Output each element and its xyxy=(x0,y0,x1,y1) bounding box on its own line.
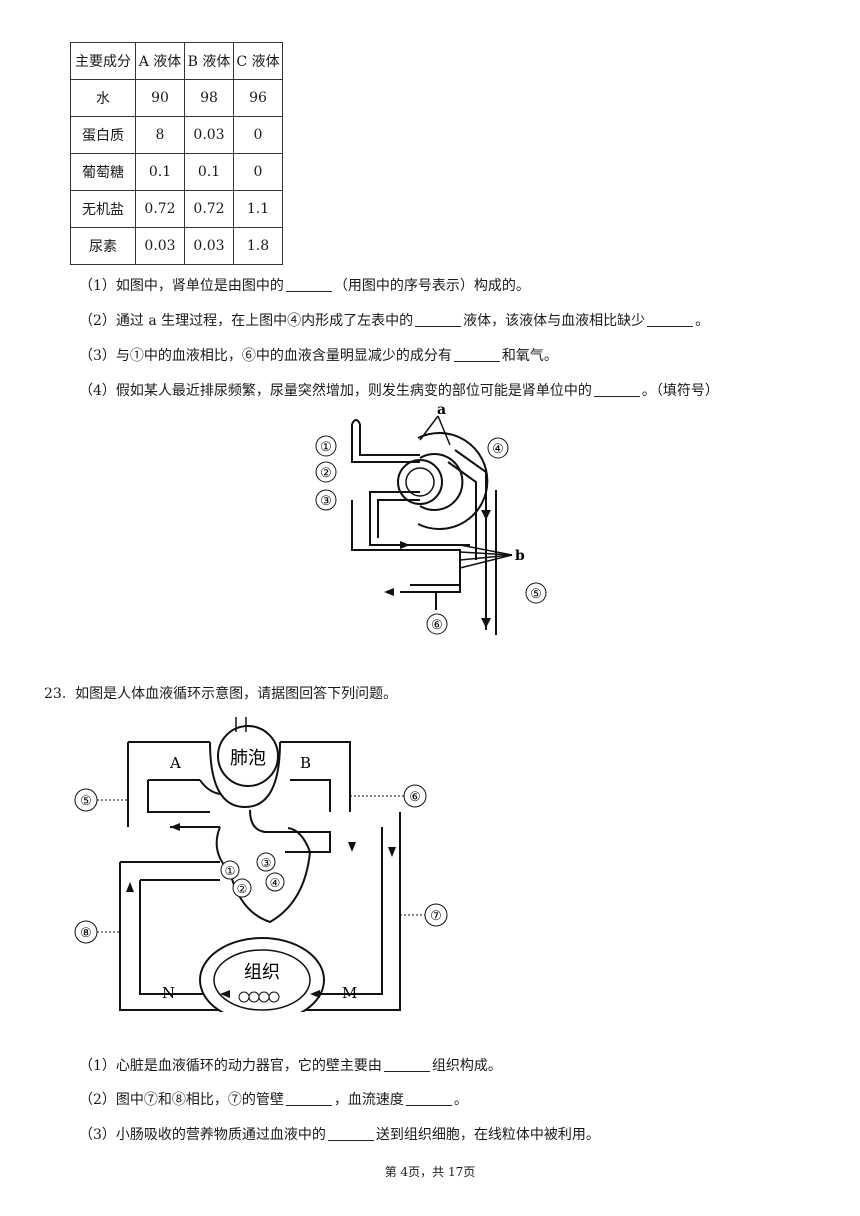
table-header-cell: C 液体 xyxy=(233,42,283,80)
table-cell: 0.03 xyxy=(135,227,185,265)
label-A: A xyxy=(169,754,181,772)
answer-blank[interactable] xyxy=(453,347,500,362)
label-3: ③ xyxy=(320,494,332,509)
table-cell: 96 xyxy=(233,79,283,117)
answer-blank[interactable] xyxy=(593,382,640,397)
table-cell: 0.1 xyxy=(135,153,185,191)
label-n4: ④ xyxy=(270,876,281,890)
table-cell: 98 xyxy=(184,79,234,117)
answer-blank[interactable] xyxy=(647,312,694,327)
label-n8: ⑧ xyxy=(80,926,92,941)
label-n7: ⑦ xyxy=(430,909,442,924)
tissue-label: 组织 xyxy=(244,962,280,983)
table-cell: 1.1 xyxy=(233,190,283,228)
q23-sub1: （1）心脏是血液循环的动力器官，它的壁主要由组织构成。 xyxy=(79,1057,502,1074)
table-cell: 0.03 xyxy=(184,116,234,154)
answer-blank[interactable] xyxy=(405,1091,452,1106)
label-1: ① xyxy=(320,440,332,455)
label-6: ⑥ xyxy=(431,618,443,633)
composition-table: 主要成分 A 液体 B 液体 C 液体 水 90 98 96 蛋白质 8 0.0… xyxy=(70,42,283,265)
label-5: ⑤ xyxy=(530,587,542,602)
answer-blank[interactable] xyxy=(285,277,332,292)
table-header-row: 主要成分 A 液体 B 液体 C 液体 xyxy=(70,42,283,80)
q22-sub2: （2）通过 a 生理过程，在上图中④内形成了左表中的液体，该液体与血液相比缺少。 xyxy=(79,312,710,329)
table-cell: 无机盐 xyxy=(70,190,136,228)
label-B: B xyxy=(300,754,311,772)
table-row: 水 90 98 96 xyxy=(70,79,283,117)
label-M: M xyxy=(342,984,357,1002)
q23-sub2: （2）图中⑦和⑧相比，⑦的管壁，血流速度。 xyxy=(79,1091,468,1108)
table-cell: 0 xyxy=(233,116,283,154)
table-cell: 0.72 xyxy=(184,190,234,228)
label-4: ④ xyxy=(492,442,504,457)
table-cell: 0.72 xyxy=(135,190,185,228)
circulation-diagram: 肺泡 组织 A B N M ① ② ③ ④ ⑤ ⑥ ⑦ ⑧ xyxy=(74,717,448,1012)
q23-stem: 23. 如图是人体血液循环示意图，请据图回答下列问题。 xyxy=(44,686,398,702)
label-n5: ⑤ xyxy=(80,794,92,809)
alveolus-label: 肺泡 xyxy=(230,748,266,769)
label-n1: ① xyxy=(225,864,236,878)
table-row: 蛋白质 8 0.03 0 xyxy=(70,116,283,154)
table-cell: 8 xyxy=(135,116,185,154)
label-2: ② xyxy=(320,466,332,481)
nephron-diagram: ① ② ③ ④ ⑤ ⑥ a b xyxy=(315,402,547,635)
answer-blank[interactable] xyxy=(383,1057,430,1072)
page-footer: 第 4页，共 17页 xyxy=(384,1165,476,1179)
table-header-cell: 主要成分 xyxy=(70,42,136,80)
q22-sub4: （4）假如某人最近排尿频繁，尿量突然增加，则发生病变的部位可能是肾单位中的。（填… xyxy=(79,382,719,399)
label-N: N xyxy=(162,984,175,1002)
table-cell: 0.03 xyxy=(184,227,234,265)
q23-sub3: （3）小肠吸收的营养物质通过血液中的送到组织细胞，在线粒体中被利用。 xyxy=(79,1126,600,1143)
table-row: 葡萄糖 0.1 0.1 0 xyxy=(70,153,283,191)
table-header-cell: A 液体 xyxy=(135,42,185,80)
table-cell: 0.1 xyxy=(184,153,234,191)
table-cell: 90 xyxy=(135,79,185,117)
answer-blank[interactable] xyxy=(415,312,462,327)
table-cell: 蛋白质 xyxy=(70,116,136,154)
label-a: a xyxy=(437,402,446,418)
table-header-cell: B 液体 xyxy=(184,42,234,80)
answer-blank[interactable] xyxy=(327,1126,374,1141)
label-n6: ⑥ xyxy=(409,790,421,805)
label-n3: ③ xyxy=(261,856,272,870)
table-cell: 葡萄糖 xyxy=(70,153,136,191)
label-b: b xyxy=(515,548,525,564)
q22-sub3: （3）与①中的血液相比，⑥中的血液含量明显减少的成分有和氧气。 xyxy=(79,347,558,364)
q22-sub1: （1）如图中，肾单位是由图中的（用图中的序号表示）构成的。 xyxy=(79,277,530,294)
table-row: 无机盐 0.72 0.72 1.1 xyxy=(70,190,283,228)
table-cell: 水 xyxy=(70,79,136,117)
table-row: 尿素 0.03 0.03 1.8 xyxy=(70,227,283,265)
table-cell: 1.8 xyxy=(233,227,283,265)
table-cell: 尿素 xyxy=(70,227,136,265)
table-cell: 0 xyxy=(233,153,283,191)
answer-blank[interactable] xyxy=(285,1091,332,1106)
label-n2: ② xyxy=(237,882,248,896)
